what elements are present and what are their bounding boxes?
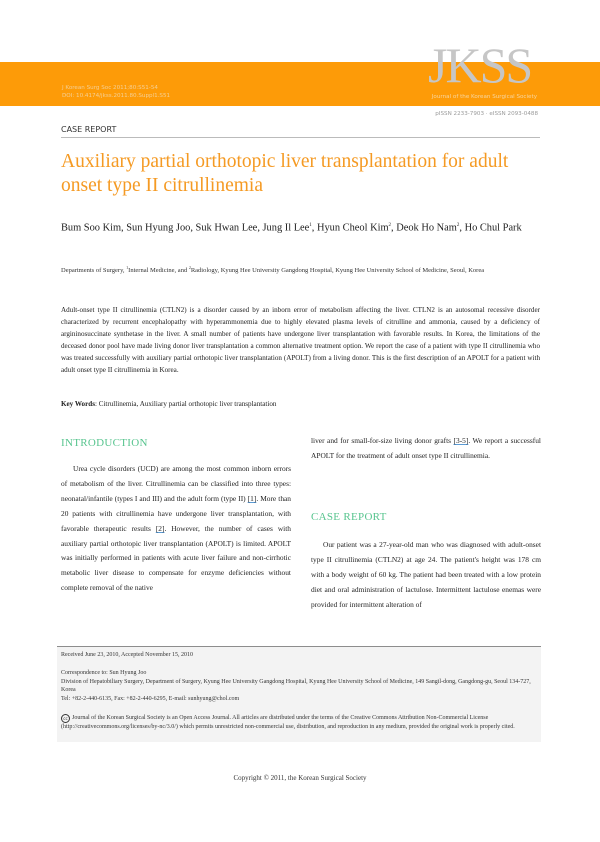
- paragraph: Urea cycle disorders (UCD) are among the…: [61, 462, 291, 596]
- introduction-continued: liver and for small-for-size living dono…: [311, 434, 541, 464]
- reference-link[interactable]: [3-5]: [453, 436, 469, 445]
- affiliation-text: Departments of Surgery,: [61, 267, 127, 275]
- text: . However, the number of cases with auxi…: [61, 523, 291, 593]
- author: Bum Soo Kim: [61, 222, 122, 234]
- paragraph: liver and for small-for-size living dono…: [311, 434, 541, 464]
- abstract: Adult-onset type II citrullinemia (CTLN2…: [61, 306, 540, 374]
- journal-name: Journal of the Korean Surgical Society: [431, 94, 537, 100]
- copyright: Copyright © 2011, the Korean Surgical So…: [233, 774, 367, 782]
- article-type-label: CASE REPORT: [61, 125, 117, 134]
- introduction-heading: INTRODUCTION: [61, 437, 148, 449]
- affiliation-text: Radiology, Kyung Hee University Gangdong…: [190, 267, 485, 275]
- keywords-list: : Citrullinemia, Auxiliary partial ortho…: [94, 400, 277, 408]
- text: liver and for small-for-size living dono…: [311, 436, 454, 445]
- text: Urea cycle disorders (UCD) are among the…: [61, 464, 291, 503]
- affiliation-marker: 1: [309, 223, 312, 228]
- creative-commons-icon: cc: [61, 714, 70, 723]
- correspondence-address: Division of Hepatobiliary Surgery, Depar…: [61, 678, 531, 694]
- author: Hyun Cheol Kim: [316, 222, 389, 234]
- affiliation-marker: 2: [388, 223, 392, 228]
- reference-link[interactable]: [2]: [155, 523, 165, 533]
- text: . More than 20 patients with citrullinem…: [61, 493, 291, 533]
- affiliation-text: Internal Medicine, and: [128, 267, 189, 275]
- introduction-body: Urea cycle disorders (UCD) are among the…: [61, 462, 291, 596]
- affiliation-marker: 1: [126, 265, 129, 270]
- license-text: Journal of the Korean Surgical Society i…: [61, 715, 515, 730]
- journal-logo: JKSS: [428, 37, 533, 93]
- received-dates: Received June 23, 2010, Accepted Novembe…: [61, 652, 193, 658]
- issn-line: pISSN 2233-7903 · eISSN 2093-0488: [435, 111, 538, 117]
- header-divider: [61, 137, 540, 138]
- doi-line: DOI: 10.4174/jkss.2011.80.Suppl1.S51: [62, 93, 171, 99]
- article-title: Auxiliary partial orthotopic liver trans…: [61, 151, 509, 196]
- author: Sun Hyung Joo: [126, 222, 191, 234]
- citation-line: J Korean Surg Soc 2011;80:S51-54: [62, 85, 158, 91]
- affiliations: Departments of Surgery, 1Internal Medici…: [61, 263, 531, 276]
- affiliation-marker: 2: [188, 265, 191, 270]
- correspondence-box: [57, 646, 541, 742]
- correspondence-name: Correspondence to: Sun Hyung Joo: [61, 670, 147, 676]
- author: Ho Chul Park: [464, 222, 522, 234]
- case-report-heading: CASE REPORT: [311, 511, 387, 523]
- author-list: Bum Soo Kim, Sun Hyung Joo, Suk Hwan Lee…: [61, 222, 522, 234]
- keywords-label: Key Words: [61, 400, 95, 408]
- author: Suk Hwan Lee: [195, 222, 258, 234]
- author: Deok Ho Nam: [396, 222, 457, 234]
- journal-banner: [0, 62, 600, 106]
- citation-block: J Korean Surg Soc 2011;80:S51-54 DOI: 10…: [62, 84, 170, 100]
- case-report-body: Our patient was a 27-year-old man who wa…: [311, 538, 541, 613]
- keywords: Key Words: Citrullinemia, Auxiliary part…: [61, 400, 540, 408]
- affiliation-marker: 2: [456, 223, 460, 228]
- paragraph: Our patient was a 27-year-old man who wa…: [311, 540, 541, 609]
- reference-link[interactable]: [1]: [247, 493, 257, 503]
- correspondence-contact: Tel: +82-2-440-6135, Fax: +82-2-440-6295…: [61, 695, 240, 702]
- correspondence: Correspondence to: Sun Hyung Joo Divisio…: [61, 669, 539, 703]
- text: . We report a successful APOLT for the t…: [311, 436, 541, 460]
- author: Jung Il Lee: [262, 222, 310, 234]
